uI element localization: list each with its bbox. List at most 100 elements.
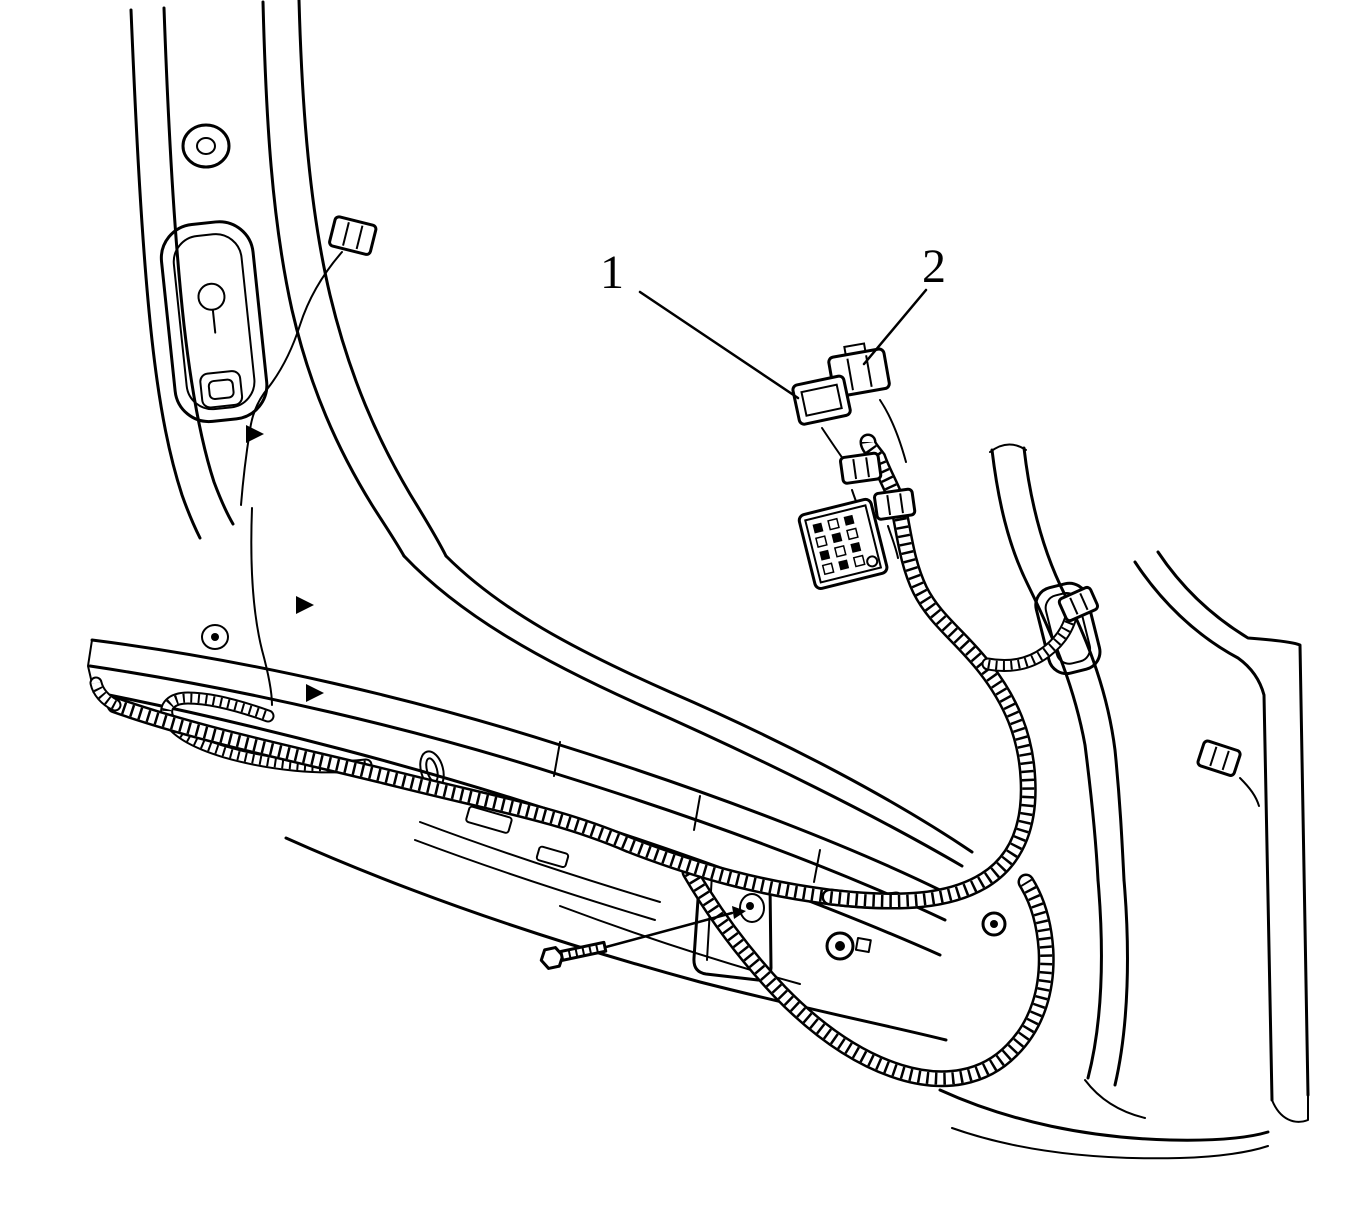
striker-outer bbox=[159, 220, 269, 424]
sill-slot bbox=[535, 845, 570, 869]
striker-pin-stem bbox=[211, 308, 217, 334]
connector-body bbox=[839, 451, 883, 485]
bolt-leader-line bbox=[604, 911, 734, 949]
pin bbox=[852, 554, 866, 568]
connector-body bbox=[1196, 739, 1242, 777]
pillar-hole bbox=[181, 123, 231, 169]
connector-divider bbox=[886, 495, 892, 516]
attachment-bolt bbox=[539, 906, 746, 970]
floor-line bbox=[284, 836, 948, 1042]
floor-rear-line bbox=[951, 1127, 1269, 1160]
connector-divider bbox=[865, 457, 870, 478]
inline-connector bbox=[839, 451, 883, 485]
right-branch-connector bbox=[1057, 585, 1100, 623]
multi-pin-connector-block bbox=[797, 497, 889, 590]
pin bbox=[815, 535, 828, 548]
sill-line bbox=[444, 554, 974, 854]
pillar-base-line bbox=[1113, 878, 1129, 1087]
pin bbox=[838, 559, 850, 571]
connector-tail-wire bbox=[1239, 777, 1260, 807]
pin bbox=[850, 541, 862, 553]
connector-body bbox=[797, 497, 889, 590]
floor-hole-center bbox=[835, 941, 845, 951]
pillar-line bbox=[261, 0, 406, 558]
left-pillar-structure bbox=[129, 0, 448, 706]
floor-hole-center bbox=[211, 633, 219, 641]
striker-inner bbox=[172, 233, 256, 411]
flange-line bbox=[419, 821, 661, 903]
striker-inner bbox=[1044, 592, 1092, 665]
quarter-bottom bbox=[1271, 1094, 1309, 1123]
view-arrow bbox=[296, 596, 314, 614]
connector-lock-tab bbox=[843, 342, 867, 357]
pin bbox=[812, 522, 824, 534]
cluster-wire bbox=[887, 525, 899, 559]
sill-line bbox=[88, 664, 947, 922]
connector-divider bbox=[1079, 592, 1089, 611]
quarter-line bbox=[1156, 550, 1310, 1097]
bolt-leader-arrowhead bbox=[732, 906, 746, 919]
connector-divider bbox=[899, 493, 904, 514]
connector-divider bbox=[342, 222, 350, 246]
connector-bolt-hole bbox=[866, 555, 879, 568]
right-door-striker bbox=[1034, 581, 1102, 676]
sill-slot bbox=[465, 805, 513, 834]
pillar-line bbox=[162, 6, 235, 526]
callout-1-label: 1 bbox=[600, 246, 624, 299]
connector-divider bbox=[1221, 750, 1230, 771]
view-arrow bbox=[306, 684, 324, 702]
pin bbox=[843, 514, 855, 526]
bolt-thread bbox=[595, 944, 599, 953]
pin bbox=[833, 544, 847, 558]
connector-cluster bbox=[791, 342, 1100, 623]
pillar-line bbox=[297, 0, 448, 558]
pillar-wire bbox=[250, 507, 273, 706]
connector-divider bbox=[355, 225, 364, 250]
floor-hole bbox=[825, 931, 855, 961]
connector-body bbox=[873, 487, 917, 521]
floor-hole bbox=[981, 911, 1007, 937]
callout-1-leader-line bbox=[638, 290, 800, 400]
pin bbox=[846, 527, 859, 541]
inline-connector bbox=[873, 487, 917, 521]
sill-tick bbox=[693, 795, 701, 831]
callout-1: 1 bbox=[600, 246, 800, 400]
callout-2: 2 bbox=[862, 240, 946, 366]
grommet-center bbox=[746, 902, 754, 910]
connector-divider bbox=[1069, 597, 1079, 615]
floor-hole-center bbox=[990, 920, 998, 928]
pin bbox=[831, 532, 843, 544]
connector-1 bbox=[791, 374, 852, 426]
pin bbox=[821, 562, 835, 576]
right-edge-connector bbox=[1196, 739, 1242, 777]
floor-clip bbox=[854, 937, 872, 954]
pillar-hole-inner bbox=[196, 137, 216, 155]
body-wiring-harness bbox=[96, 442, 1070, 1079]
connector-divider bbox=[1209, 746, 1218, 767]
sill-line bbox=[90, 638, 952, 897]
pin bbox=[819, 549, 831, 561]
bolt-thread bbox=[581, 947, 586, 956]
connector-inner bbox=[800, 383, 843, 417]
connector-body bbox=[328, 215, 378, 256]
flange-line bbox=[414, 839, 656, 921]
striker-pin bbox=[197, 282, 226, 311]
view-arrow bbox=[246, 425, 264, 443]
top-left-connector bbox=[328, 215, 378, 256]
pin bbox=[827, 517, 840, 531]
door-latch-striker bbox=[159, 220, 269, 424]
connector-divider bbox=[852, 459, 858, 480]
pillar-top-cap bbox=[989, 443, 1027, 453]
floor-rear-line bbox=[938, 1088, 1270, 1142]
grommet bbox=[739, 893, 765, 923]
callout-2-leader-line bbox=[862, 288, 928, 366]
sill-tick bbox=[553, 741, 561, 777]
cluster-wire bbox=[879, 399, 907, 463]
floor-rear-diagonal bbox=[1084, 1079, 1146, 1119]
callout-2-label: 2 bbox=[922, 240, 946, 293]
striker-lower-plate-inner bbox=[207, 378, 235, 400]
floor-hole bbox=[201, 624, 229, 650]
pillar-line bbox=[990, 448, 1100, 882]
